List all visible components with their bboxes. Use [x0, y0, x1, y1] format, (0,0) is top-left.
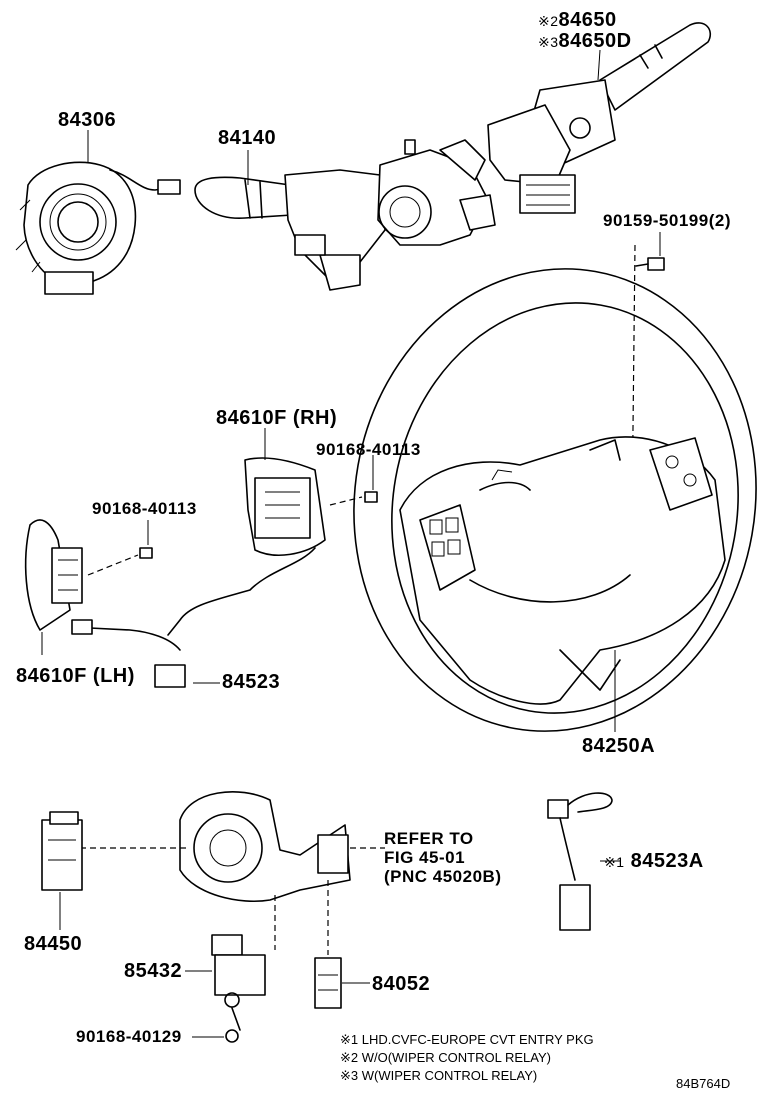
part-label-90168-40129[interactable]: 90168-40129	[76, 1027, 182, 1046]
rh-tag: (RH)	[292, 407, 338, 429]
part-label-84052[interactable]: 84052	[372, 973, 431, 995]
refer-line-2[interactable]: FIG 45-01	[384, 848, 466, 867]
part-label-84523[interactable]: 84523	[222, 671, 281, 693]
part-label-85432[interactable]: 85432	[124, 960, 183, 982]
part-number-84610f-lh: 84610F	[16, 665, 87, 687]
steering-wheel-drawing	[353, 268, 757, 732]
part-label-84650d[interactable]: ※384650D	[538, 31, 632, 51]
part-label-84610f-lh[interactable]: 84610F (LH)	[16, 666, 135, 686]
note-mark-2: ※2	[538, 13, 559, 29]
part-label-84250a[interactable]: 84250A	[582, 735, 656, 757]
footnote-3: ※3 W(WIPER CONTROL RELAY)	[340, 1068, 538, 1083]
footnote-2: ※2 W/O(WIPER CONTROL RELAY)	[340, 1050, 551, 1065]
part-label-84306[interactable]: 84306	[58, 109, 117, 131]
figure-code: 84B764D	[676, 1076, 731, 1091]
note-mark-3: ※3	[538, 34, 559, 50]
footnote-1: ※1 LHD.CVFC-EUROPE CVT ENTRY PKG	[340, 1032, 594, 1047]
part-number-84650d: 84650D	[558, 30, 632, 52]
spiral-cable-drawing	[15, 161, 181, 295]
sensor-85432-drawing	[211, 934, 266, 1043]
amplifier-84450-drawing	[41, 811, 83, 891]
part-label-84650[interactable]: ※284650	[538, 10, 617, 30]
lh-switch-drawing	[24, 519, 153, 631]
switch-body-drawing	[80, 791, 385, 955]
switch-84052-drawing	[314, 957, 342, 1009]
wiper-switch-drawing	[487, 22, 712, 214]
part-label-84523a[interactable]: ※1 84523A	[604, 851, 704, 871]
part-label-84140[interactable]: 84140	[218, 127, 277, 149]
bolt-90159-drawing	[631, 244, 665, 521]
part-number-84650: 84650	[558, 9, 617, 31]
rh-switch-drawing	[71, 457, 378, 688]
part-number-84523a: 84523A	[630, 850, 704, 872]
part-label-90168-40113-rh[interactable]: 90168-40113	[316, 440, 421, 459]
part-label-84450[interactable]: 84450	[24, 933, 83, 955]
refer-line-3[interactable]: (PNC 45020B)	[384, 867, 502, 886]
part-label-90168-40113-lh[interactable]: 90168-40113	[92, 499, 197, 518]
lh-tag: (LH)	[92, 665, 135, 687]
leader-lines	[41, 49, 661, 1038]
part-number-84610f-rh: 84610F	[216, 407, 287, 429]
wire-84523a-drawing	[547, 792, 613, 931]
refer-line-1[interactable]: REFER TO	[384, 829, 474, 848]
turn-signal-switch-drawing	[194, 139, 496, 291]
part-label-84610f-rh[interactable]: 84610F (RH)	[216, 408, 337, 428]
part-label-90159-50199[interactable]: 90159-50199(2)	[603, 211, 731, 230]
note-mark-1: ※1	[604, 854, 625, 870]
